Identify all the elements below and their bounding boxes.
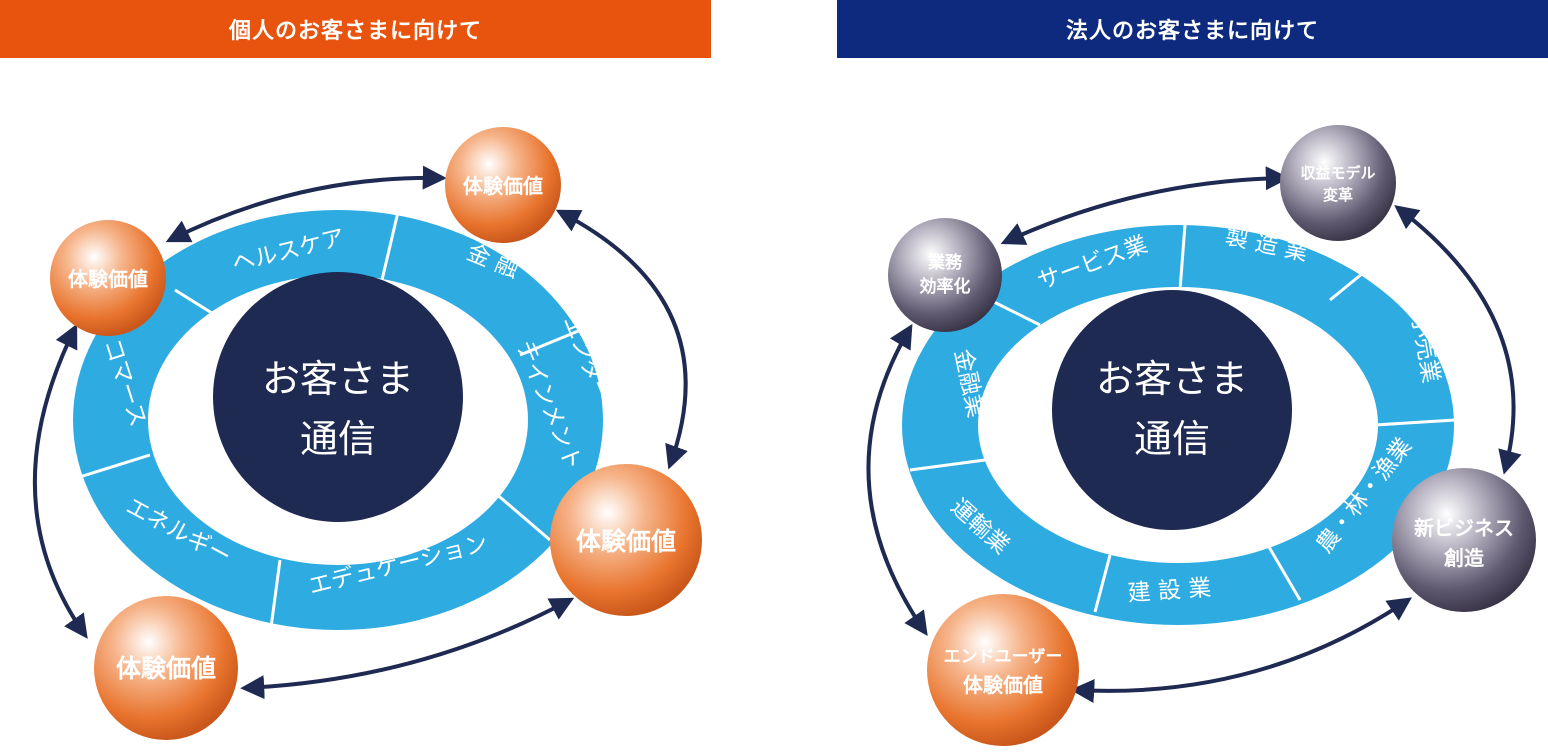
left-value-label-left: 体験価値: [68, 267, 148, 291]
right-efficiency-label-2: 効率化: [920, 276, 971, 297]
left-value-ball-bottom: [94, 596, 238, 740]
left-value-ball-top: [445, 127, 561, 243]
right-revenue-ball: [1280, 125, 1396, 241]
right-enduser-label-1: エンドユーザー: [944, 647, 1063, 667]
right-efficiency-label-1: 業務: [928, 252, 963, 273]
right-newbiz-ball: [1392, 468, 1536, 612]
right-core-line2: 通信: [1134, 417, 1210, 461]
left-value-ball-right: [550, 464, 702, 616]
right-efficiency-ball: [888, 218, 1002, 332]
left-core-line2: 通信: [300, 417, 376, 461]
right-newbiz-label-1: 新ビジネス: [1414, 516, 1514, 540]
right-newbiz-label-2: 創造: [1443, 546, 1485, 570]
right-revenue-label-2: 変革: [1323, 186, 1353, 204]
left-core-circle: [213, 272, 463, 522]
left-value-ball-left: [50, 220, 166, 336]
right-revenue-label-1: 収益モデル: [1300, 164, 1375, 182]
left-value-label-bottom: 体験価値: [116, 654, 216, 683]
left-cycle-arrows: [32, 165, 688, 700]
personal-customers-banner: 個人のお客さまに向けて: [0, 0, 711, 58]
right-cycle-arrows: [866, 166, 1522, 704]
left-core-line1: お客さま: [262, 357, 414, 401]
right-core-circle: [1052, 290, 1292, 530]
right-enduser-ball: [927, 594, 1079, 746]
personal-diagram: お客さま 通信 ヘルスケア 金 融 エンター テインメント エデュケーション エ…: [32, 127, 702, 740]
right-core-line1: お客さま: [1096, 357, 1248, 401]
corporate-diagram: お客さま 通信 サービス業 製 造 業 小売業 農・林・漁業 建 設 業 運輸業…: [866, 125, 1536, 746]
left-value-label-top: 体験価値: [463, 174, 543, 198]
left-value-label-right: 体験価値: [576, 527, 676, 556]
corporate-customers-banner: 法人のお客さまに向けて: [837, 0, 1548, 58]
right-enduser-label-2: 体験価値: [963, 673, 1043, 697]
